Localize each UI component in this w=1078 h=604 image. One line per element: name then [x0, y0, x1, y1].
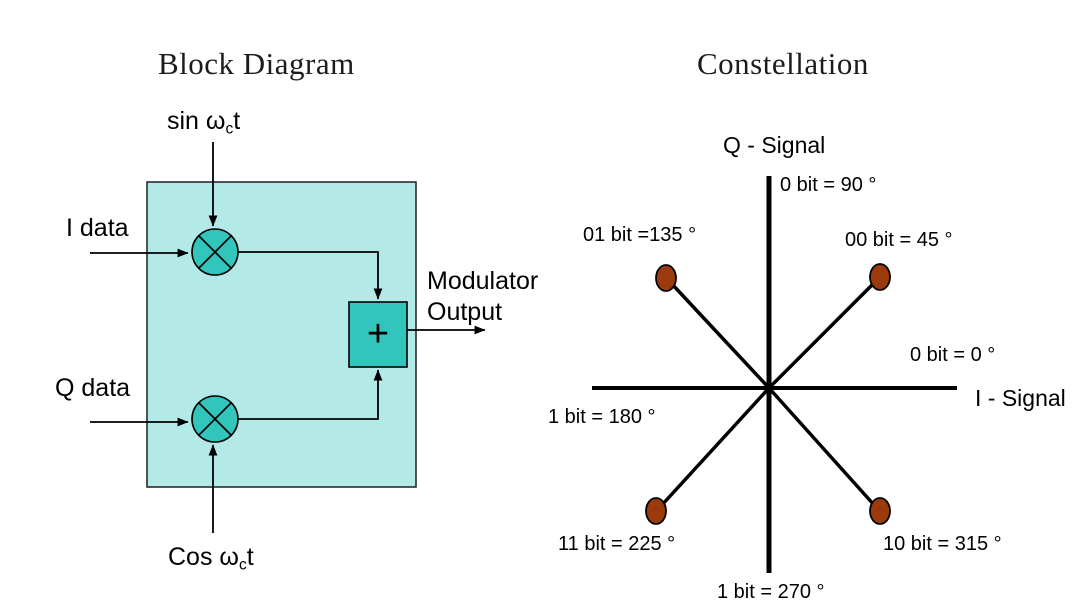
i-to-summer-wire — [238, 251, 383, 300]
mixer-i-cross-icon — [198, 235, 232, 269]
cos-carrier-tail: t — [246, 543, 254, 571]
modulator-output-label-line2: Output — [427, 298, 503, 326]
mixer-q-cross-icon — [198, 402, 232, 436]
constellation-point-45 — [869, 263, 891, 291]
vector-225deg — [659, 386, 771, 508]
block-diagram-title: Block Diagram — [158, 46, 355, 81]
constellation-title: Constellation — [697, 46, 869, 81]
sin-carrier-tail: t — [233, 107, 241, 135]
q-to-summer-wire — [238, 369, 383, 420]
vector-45deg — [767, 280, 877, 390]
label-270deg: 1 bit = 270 ° — [717, 581, 825, 603]
sin-carrier-subscript: c — [225, 120, 234, 138]
summer-node — [348, 301, 408, 368]
label-180deg: 1 bit = 180 ° — [548, 406, 656, 428]
constellation-point-225 — [645, 497, 667, 525]
label-90deg: 0 bit = 90 ° — [780, 174, 877, 196]
label-0deg: 0 bit = 0 ° — [910, 344, 996, 366]
i-axis-label: I - Signal — [975, 385, 1066, 411]
cos-carrier-subscript: c — [238, 556, 247, 574]
modulator-block-group — [90, 142, 486, 533]
i-data-label: I data — [66, 214, 129, 242]
summer-plus-symbol: + — [366, 313, 390, 355]
q-data-label: Q data — [55, 374, 131, 402]
label-45deg: 00 bit = 45 ° — [845, 229, 953, 251]
cos-carrier-label: Cos ωct — [168, 543, 254, 574]
sin-carrier-label: sin ωct — [167, 107, 240, 138]
vector-315deg — [767, 386, 877, 508]
cos-carrier-main: Cos ω — [168, 543, 239, 571]
modulator-output-label-line1: Modulator — [427, 267, 539, 295]
vector-135deg — [669, 281, 771, 390]
constellation-point-315 — [869, 497, 891, 525]
label-135deg: 01 bit =135 ° — [583, 224, 697, 246]
constellation-group — [592, 176, 957, 573]
constellation-point-135 — [655, 264, 677, 292]
label-315deg: 10 bit = 315 ° — [883, 533, 1002, 555]
label-225deg: 11 bit = 225 ° — [558, 533, 676, 555]
sin-carrier-main: sin ω — [167, 107, 226, 135]
q-axis-label: Q - Signal — [723, 132, 826, 158]
